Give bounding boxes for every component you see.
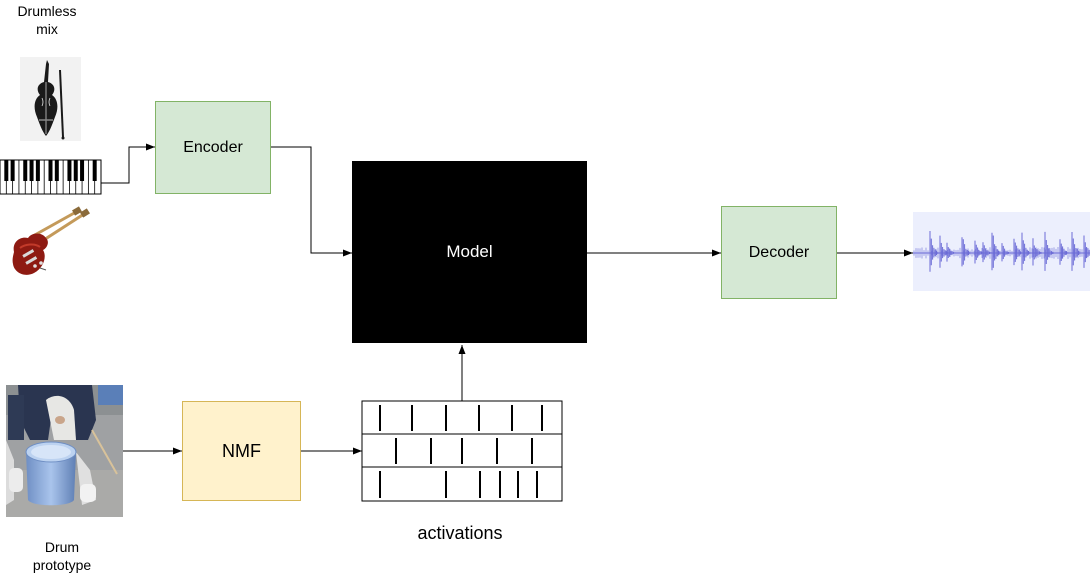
decoder-box: Decoder: [721, 206, 837, 299]
piano-black-key: [35, 160, 40, 181]
piano-black-key: [10, 160, 15, 181]
piano-black-key: [73, 160, 78, 181]
drum-prototype-label: Drum prototype: [32, 539, 92, 573]
drumless-mix-label: Drumless mix: [17, 3, 77, 37]
nmf-label: NMF: [222, 440, 261, 461]
piano-keyboard-icon: [0, 159, 102, 195]
decoder-label: Decoder: [748, 243, 810, 261]
encoder-box: Encoder: [155, 101, 271, 194]
piano-black-key: [67, 160, 72, 181]
piano-black-key: [4, 160, 9, 181]
activations-matrix: [361, 400, 563, 502]
connectors: [101, 143, 913, 455]
arrow-piano-to-encoder: [101, 143, 155, 184]
electric-guitar-icon: [12, 206, 90, 275]
piano-black-key: [80, 160, 85, 181]
encoder-label: Encoder: [183, 138, 243, 156]
piano-black-key: [23, 160, 28, 181]
model-label: Model: [446, 242, 493, 261]
drum-prototype-photo: [6, 385, 123, 517]
activations-label: activations: [417, 523, 503, 543]
piano-black-key: [48, 160, 53, 181]
double-bass-icon: [20, 57, 81, 141]
piano-black-key: [92, 160, 97, 181]
arrow-encoder-to-model: [271, 146, 352, 257]
piano-black-key: [29, 160, 34, 181]
drum-waveform-icon: [913, 212, 1090, 291]
nmf-box: NMF: [182, 401, 301, 501]
piano-black-key: [54, 160, 59, 181]
model-box: Model: [352, 161, 587, 343]
